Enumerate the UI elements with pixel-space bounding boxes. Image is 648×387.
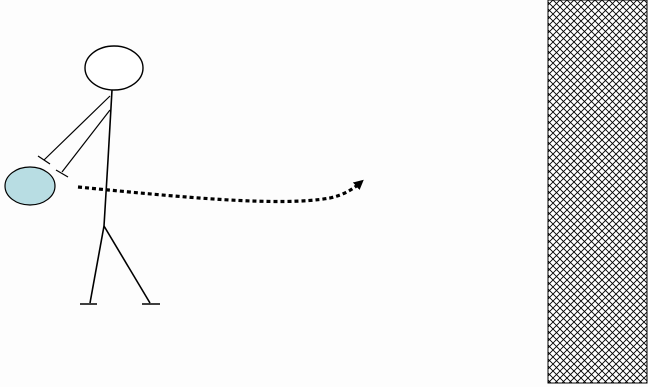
ball: [5, 167, 55, 205]
wall: [548, 0, 647, 383]
figure-left-leg: [90, 226, 104, 303]
stick-figure: [38, 46, 160, 304]
figure-head: [85, 46, 143, 90]
figure-right-leg: [104, 226, 150, 303]
trajectory-arrow: [78, 183, 360, 202]
figure-arm-back: [44, 96, 110, 160]
figure-hand-back: [38, 156, 50, 164]
figure-torso: [104, 90, 112, 226]
